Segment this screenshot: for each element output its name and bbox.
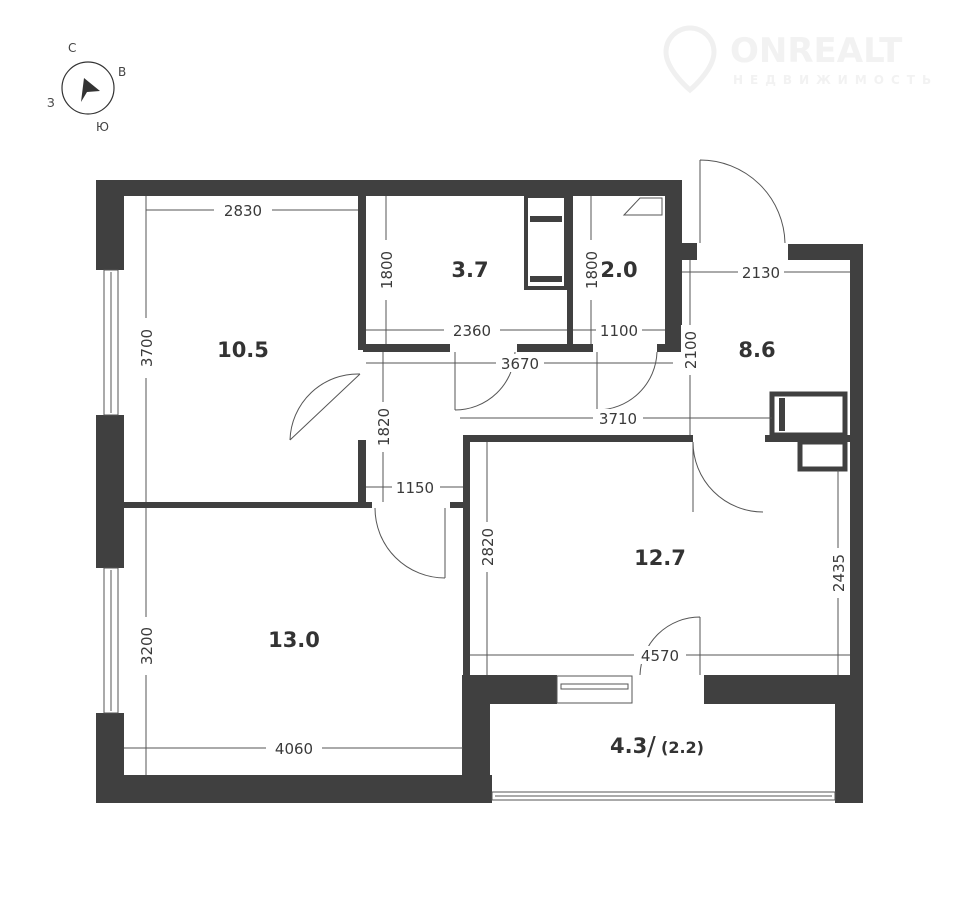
- north-arrow-icon: [81, 78, 100, 102]
- area-kitchen: 12.7: [634, 546, 686, 570]
- dimension-labels: 2830 3700 1800 1800 2360 1100 2130 2100 …: [137, 201, 848, 758]
- walls: [96, 180, 863, 803]
- dim-1800-storage: 1800: [378, 251, 396, 289]
- compass-west: З: [47, 96, 55, 110]
- watermark-tagline: НЕДВИЖИМОСТЬ: [733, 73, 938, 87]
- fixtures: [524, 194, 848, 472]
- dim-2100: 2100: [682, 331, 700, 369]
- dim-1150: 1150: [396, 479, 434, 497]
- dim-3200: 3200: [138, 627, 156, 665]
- room-areas: 10.5 3.7 2.0 8.6 13.0 12.7 4.3 / (2.2): [217, 258, 776, 762]
- dim-1100: 1100: [600, 322, 638, 340]
- compass: С В Ю З: [47, 41, 126, 134]
- area-balcony-reduced: (2.2): [661, 738, 704, 757]
- compass-south: Ю: [96, 120, 109, 134]
- area-hall: 8.6: [738, 338, 775, 362]
- dim-3670: 3670: [501, 355, 539, 373]
- dim-2820: 2820: [479, 528, 497, 566]
- area-room-bottom-left: 13.0: [268, 628, 320, 652]
- dim-2130: 2130: [742, 264, 780, 282]
- area-room-top-left: 10.5: [217, 338, 269, 362]
- dim-4570: 4570: [641, 647, 679, 665]
- compass-north: С: [68, 41, 76, 55]
- area-bathroom: 2.0: [600, 258, 637, 282]
- dim-4060: 4060: [275, 740, 313, 758]
- compass-circle: [61, 61, 115, 115]
- dim-3710: 3710: [599, 410, 637, 428]
- area-storage: 3.7: [451, 258, 488, 282]
- watermark-brand: ONREALT: [730, 31, 903, 71]
- dim-3700: 3700: [138, 329, 156, 367]
- windows: [103, 269, 836, 801]
- dim-1800-bath: 1800: [583, 251, 601, 289]
- dim-2830: 2830: [224, 202, 262, 220]
- dim-1820: 1820: [375, 408, 393, 446]
- dim-2360: 2360: [453, 322, 491, 340]
- compass-east: В: [118, 65, 126, 79]
- doors: [289, 159, 786, 676]
- area-balcony-separator: /: [647, 732, 656, 762]
- watermark-logo: ONREALT НЕДВИЖИМОСТЬ: [663, 25, 938, 94]
- area-balcony: 4.3: [610, 734, 647, 758]
- dim-2435: 2435: [830, 554, 848, 592]
